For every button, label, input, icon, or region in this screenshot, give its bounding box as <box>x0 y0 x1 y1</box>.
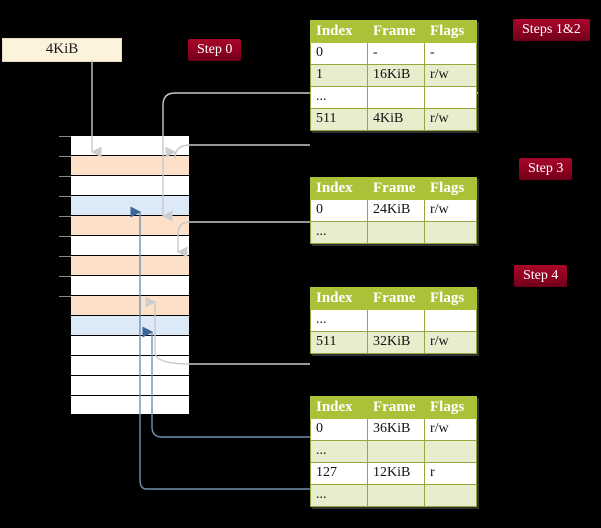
column-header-index: Index <box>310 287 368 310</box>
memory-row <box>70 395 190 415</box>
cell-frame: 16KiB <box>367 64 425 87</box>
memory-row <box>59 215 190 235</box>
table-row[interactable]: ... <box>310 221 477 244</box>
memory-row-tick <box>59 196 71 197</box>
cell-index: 511 <box>310 331 368 354</box>
column-header-flags: Flags <box>424 396 477 419</box>
table-header-row: Index Frame Flags <box>310 396 477 419</box>
column-header-flags: Flags <box>424 287 477 310</box>
cell-flags <box>424 86 477 109</box>
step-label-steps-1-2: Steps 1&2 <box>513 19 590 41</box>
cell-flags <box>424 440 477 463</box>
cell-index: 511 <box>310 108 368 131</box>
cell-index: ... <box>310 440 368 463</box>
memory-row <box>59 295 190 315</box>
memory-row-tick <box>59 276 71 277</box>
memory-row-tick <box>59 136 71 137</box>
memory-row <box>70 315 190 335</box>
memory-row <box>59 255 190 275</box>
cell-frame <box>367 86 425 109</box>
column-header-frame: Frame <box>367 20 425 43</box>
memory-row <box>59 195 190 215</box>
table-row[interactable]: ... <box>310 309 477 332</box>
column-header-frame: Frame <box>367 287 425 310</box>
step-label-step-4: Step 4 <box>514 265 568 287</box>
cell-index: ... <box>310 86 368 109</box>
cell-index: ... <box>310 221 368 244</box>
table-row[interactable]: 511 32KiB r/w <box>310 331 477 354</box>
table-pdpt: Index Frame Flags 0 24KiB r/w ... <box>310 177 477 244</box>
cell-flags: r/w <box>424 108 477 131</box>
memory-row <box>70 375 190 395</box>
cell-flags: - <box>424 42 477 65</box>
cell-flags <box>424 484 477 507</box>
table-row[interactable]: ... <box>310 484 477 507</box>
cell-flags: r/w <box>424 418 477 441</box>
memory-row-tick <box>59 296 71 297</box>
memory-row <box>59 275 190 295</box>
cell-index: 127 <box>310 462 368 485</box>
column-header-frame: Frame <box>367 396 425 419</box>
cell-frame <box>367 484 425 507</box>
table-row[interactable]: ... <box>310 86 477 109</box>
memory-row <box>59 155 190 175</box>
cell-frame: 24KiB <box>367 199 425 222</box>
cell-flags: r/w <box>424 64 477 87</box>
step-label-step-3: Step 3 <box>519 158 573 180</box>
cell-index: 0 <box>310 42 368 65</box>
connector-pml4-511 <box>165 144 310 159</box>
table-row[interactable]: 0 - - <box>310 42 477 65</box>
column-header-index: Index <box>310 20 368 43</box>
cell-flags <box>424 309 477 332</box>
table-row[interactable]: 1 16KiB r/w <box>310 64 477 87</box>
cell-frame <box>367 309 425 332</box>
cell-flags: r <box>424 462 477 485</box>
memory-row <box>59 175 190 195</box>
table-header-row: Index Frame Flags <box>310 287 477 310</box>
table-row[interactable]: 511 4KiB r/w <box>310 108 477 131</box>
table-header-row: Index Frame Flags <box>310 177 477 200</box>
step-label-step-0: Step 0 <box>188 39 242 61</box>
cell-flags: r/w <box>424 199 477 222</box>
memory-row <box>70 355 190 375</box>
memory-row-tick <box>59 156 71 157</box>
memory-row-tick <box>59 256 71 257</box>
table-row[interactable]: 0 24KiB r/w <box>310 199 477 222</box>
cell-frame: 36KiB <box>367 418 425 441</box>
cell-index: ... <box>310 484 368 507</box>
memory-row <box>70 335 190 355</box>
connector-pdpt-0 <box>176 221 310 258</box>
table-row[interactable]: 127 12KiB r <box>310 462 477 485</box>
memory-row-tick <box>59 236 71 237</box>
memory-row <box>59 235 190 255</box>
column-header-flags: Flags <box>424 177 477 200</box>
column-header-index: Index <box>310 177 368 200</box>
table-row[interactable]: 0 36KiB r/w <box>310 418 477 441</box>
table-header-row: Index Frame Flags <box>310 20 477 43</box>
column-header-flags: Flags <box>424 20 477 43</box>
cell-frame <box>367 221 425 244</box>
cell-index: ... <box>310 309 368 332</box>
cell-frame: 4KiB <box>367 108 425 131</box>
cell-frame: 32KiB <box>367 331 425 354</box>
cell-flags <box>424 221 477 244</box>
column-header-index: Index <box>310 396 368 419</box>
source-address-box: 4KiB <box>2 38 122 62</box>
table-row[interactable]: ... <box>310 440 477 463</box>
cell-index: 0 <box>310 418 368 441</box>
cell-frame: - <box>367 42 425 65</box>
table-page-directory: Index Frame Flags ... 511 32KiB r/w <box>310 287 477 354</box>
memory-row-tick <box>59 176 71 177</box>
memory-row-tick <box>59 216 71 217</box>
cell-index: 1 <box>310 64 368 87</box>
cell-index: 0 <box>310 199 368 222</box>
memory-row <box>59 135 190 155</box>
column-header-frame: Frame <box>367 177 425 200</box>
cell-frame <box>367 440 425 463</box>
table-pml4: Index Frame Flags 0 - - 1 16KiB r/w ... <box>310 20 477 131</box>
cell-frame: 12KiB <box>367 462 425 485</box>
cell-flags: r/w <box>424 331 477 354</box>
table-page-table: Index Frame Flags 0 36KiB r/w ... 127 12… <box>310 396 477 507</box>
